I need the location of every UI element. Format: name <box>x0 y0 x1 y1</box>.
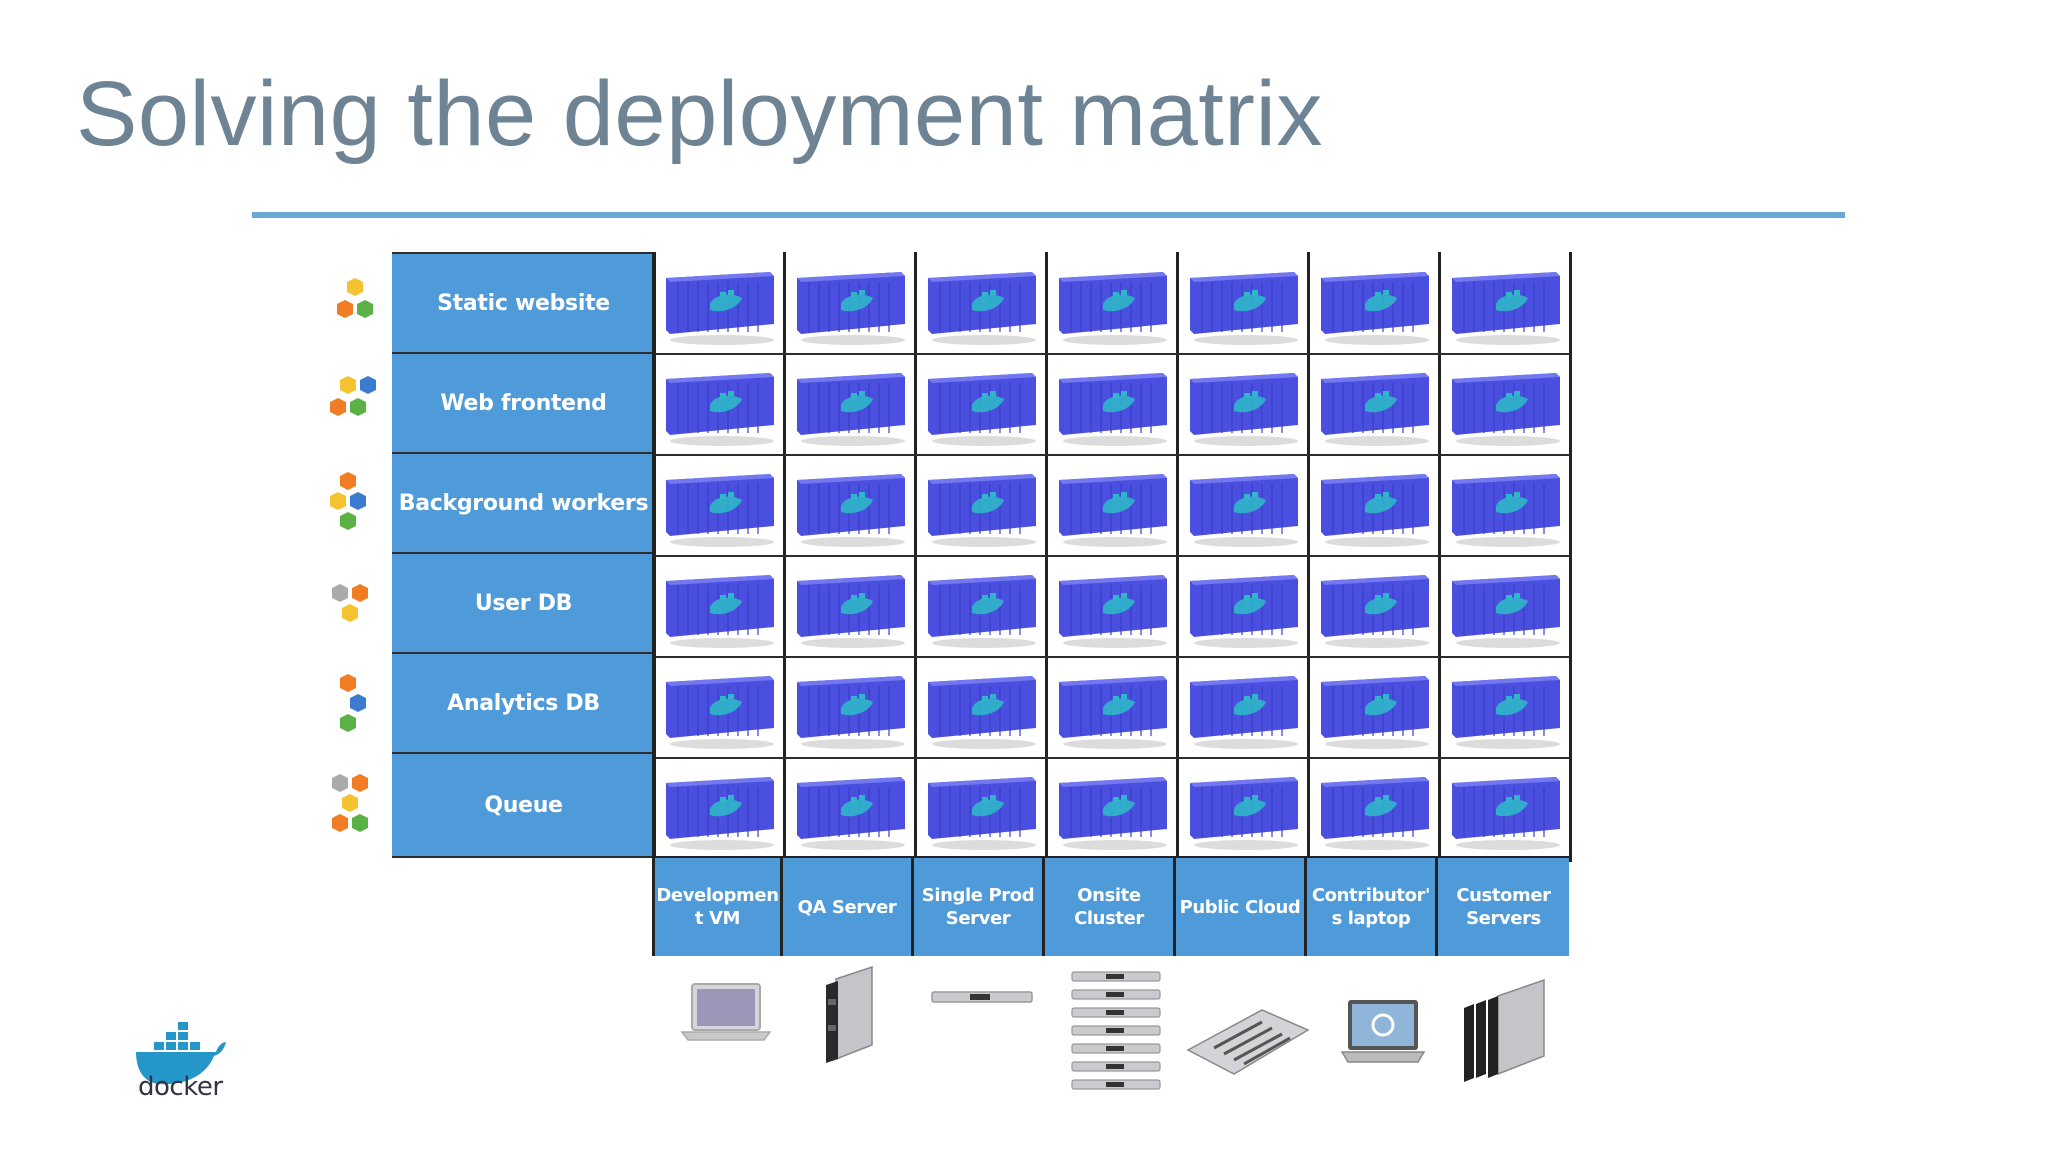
grid-vertical-line <box>783 252 786 862</box>
container-cell <box>1190 272 1298 345</box>
cloud-server-board-icon <box>1186 1009 1310 1075</box>
grid-vertical-line <box>914 252 917 862</box>
blade-server-icon <box>826 965 873 1063</box>
container-cell <box>928 676 1036 749</box>
container-cell <box>666 373 774 446</box>
container-cell <box>1059 373 1167 446</box>
col-label-customer-servers: Customer Servers <box>1438 858 1569 956</box>
laptop-icon <box>680 983 772 1041</box>
customer-servers-icon <box>1464 978 1545 1082</box>
container-cell <box>1452 373 1560 446</box>
container-cell <box>666 676 774 749</box>
container-cell <box>928 474 1036 547</box>
container-cell <box>928 272 1036 345</box>
container-cell <box>797 373 905 446</box>
app-icon-web-frontend <box>330 376 376 416</box>
container-cell <box>1321 575 1429 648</box>
grid-horizontal-line <box>655 353 1570 355</box>
grid-vertical-line <box>1307 252 1310 862</box>
docker-whale-icon <box>136 1022 226 1085</box>
container-cell <box>1190 575 1298 648</box>
row-label-analytics-db: Analytics DB <box>392 654 655 754</box>
container-cell <box>928 575 1036 648</box>
grid-vertical-line <box>1176 252 1179 862</box>
container-cell <box>1059 676 1167 749</box>
col-label-onsite-cluster: Onsite Cluster <box>1045 858 1176 956</box>
container-cell <box>1452 474 1560 547</box>
container-cell <box>666 474 774 547</box>
docker-wordmark: docker <box>138 1072 223 1102</box>
row-label-static-website: Static website <box>392 252 655 354</box>
grid-horizontal-line <box>655 757 1570 759</box>
col-label-single-prod-server: Single Prod Server <box>914 858 1045 956</box>
app-icon-queue <box>332 774 368 832</box>
page-title: Solving the deployment matrix <box>76 63 1323 165</box>
container-cell <box>928 777 1036 850</box>
container-cell <box>928 373 1036 446</box>
grid-vertical-line <box>652 252 656 862</box>
container-cell <box>1190 373 1298 446</box>
container-cell <box>1321 272 1429 345</box>
app-icon-background-workers <box>330 472 366 530</box>
rack-server-icon <box>931 991 1033 1003</box>
col-label-public-cloud: Public Cloud <box>1176 858 1307 956</box>
col-label-contributors-laptop: Contributor' s laptop <box>1307 858 1438 956</box>
row-label-web-frontend: Web frontend <box>392 354 655 454</box>
container-cell <box>1059 777 1167 850</box>
container-cell <box>797 575 905 648</box>
grid-vertical-line <box>1438 252 1441 862</box>
container-cell <box>1452 575 1560 648</box>
container-cell <box>1321 676 1429 749</box>
container-cell <box>797 272 905 345</box>
app-icon-user-db <box>332 584 368 622</box>
container-cell <box>1321 474 1429 547</box>
container-cell <box>797 777 905 850</box>
container-cell <box>1059 474 1167 547</box>
col-label-qa-server: QA Server <box>783 858 914 956</box>
app-icon-analytics-db <box>340 674 366 732</box>
grid-horizontal-line <box>655 454 1570 456</box>
container-cell <box>1059 272 1167 345</box>
grid-horizontal-line <box>655 555 1570 557</box>
row-label-queue: Queue <box>392 754 655 858</box>
grid-horizontal-line <box>655 656 1570 658</box>
container-cell <box>1190 676 1298 749</box>
grid-vertical-line <box>1569 252 1572 862</box>
container-cell <box>797 676 905 749</box>
contributor-laptop-icon <box>1340 1000 1426 1063</box>
app-icon-static-website <box>337 278 373 318</box>
container-cell <box>1059 575 1167 648</box>
row-label-background-workers: Background workers <box>392 454 655 554</box>
grid-vertical-line <box>1045 252 1048 862</box>
container-cell <box>1452 272 1560 345</box>
title-underline <box>252 212 1845 218</box>
container-cell <box>666 777 774 850</box>
col-label-development-vm: Developmen t VM <box>652 858 783 956</box>
container-cell <box>1321 373 1429 446</box>
container-cell <box>1452 777 1560 850</box>
container-cell <box>1452 676 1560 749</box>
server-cluster-icon <box>1071 971 1161 1090</box>
row-label-user-db: User DB <box>392 554 655 654</box>
container-cell <box>1190 474 1298 547</box>
container-cell <box>666 575 774 648</box>
container-cell <box>797 474 905 547</box>
container-cell <box>666 272 774 345</box>
container-cell <box>1190 777 1298 850</box>
container-cell <box>1321 777 1429 850</box>
grid-bottom-line <box>652 856 1572 859</box>
